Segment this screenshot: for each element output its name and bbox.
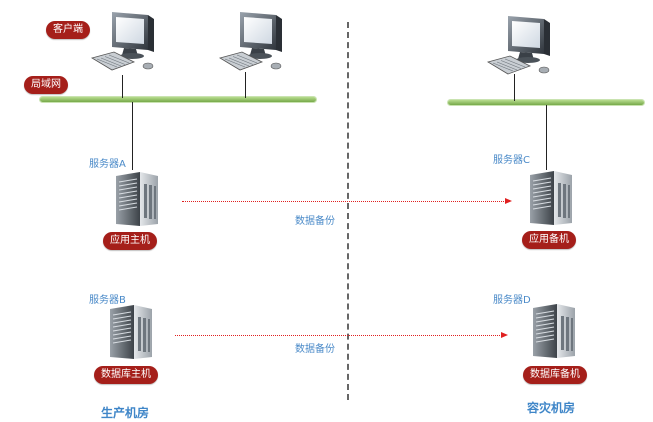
site-divider: [347, 22, 349, 400]
server-c-label: 服务器C: [493, 155, 530, 166]
client-label: 客户端: [46, 21, 90, 39]
db-backup-label: 数据库备机: [523, 366, 587, 384]
backup-label-app: 数据备份: [295, 216, 335, 227]
server-d-label: 服务器D: [493, 295, 531, 306]
tower-server-icon-a: [114, 170, 160, 228]
site-title-dr: 容灾机房: [527, 401, 576, 415]
connector-client-3: [514, 74, 515, 101]
db-primary-label: 数据库主机: [94, 366, 158, 384]
lan-bar-production: [40, 97, 316, 102]
lan-label: 局域网: [24, 76, 68, 94]
backup-arrow-app: [182, 198, 512, 204]
desktop-computer-icon: [90, 10, 160, 72]
app-primary-label: 应用主机: [103, 232, 157, 250]
desktop-computer-icon: [486, 14, 556, 76]
backup-label-db: 数据备份: [295, 344, 335, 355]
connector-server-a: [132, 102, 133, 170]
site-title-production: 生产机房: [101, 406, 150, 420]
tower-server-icon-c: [528, 169, 574, 227]
connector-client-2: [245, 72, 246, 98]
connector-client-1: [122, 75, 123, 98]
desktop-computer-icon: [218, 10, 288, 72]
lan-bar-dr: [448, 100, 644, 105]
app-backup-label: 应用备机: [522, 231, 576, 249]
server-b-label: 服务器B: [89, 295, 126, 306]
connector-server-c: [546, 105, 547, 170]
tower-server-icon-d: [531, 302, 577, 360]
server-a-label: 服务器A: [89, 159, 126, 170]
tower-server-icon-b: [108, 303, 154, 361]
backup-arrow-db: [175, 332, 508, 338]
